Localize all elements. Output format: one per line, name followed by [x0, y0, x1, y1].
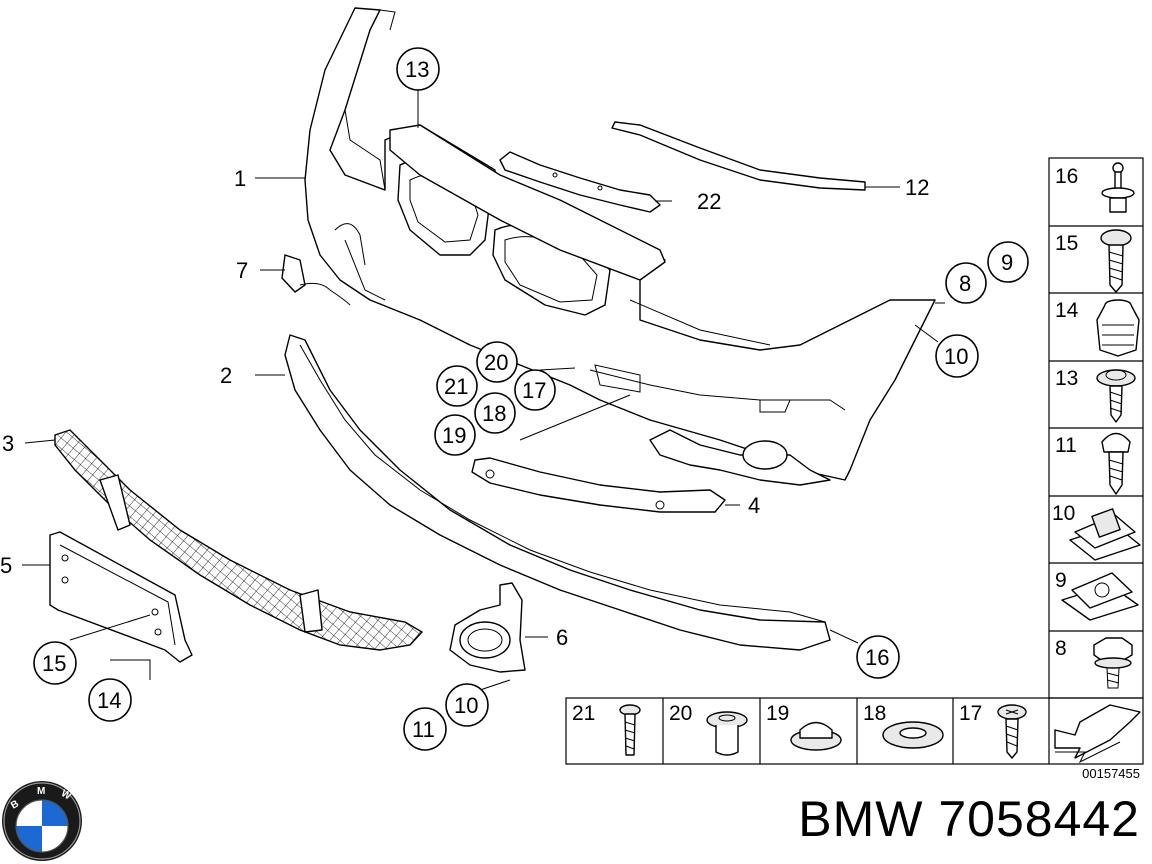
spring-clip-icon	[1061, 572, 1139, 621]
bracket-7	[281, 254, 351, 306]
part-number-title: BMW 7058442	[798, 791, 1140, 847]
col-label-10: 10	[1052, 502, 1075, 525]
callout-11: 11	[412, 717, 435, 742]
direction-arrow-icon	[1054, 704, 1141, 764]
bolt-icon	[619, 704, 641, 756]
row-label-19: 19	[766, 702, 789, 725]
col-label-9: 9	[1055, 569, 1067, 592]
callout-15: 15	[42, 651, 66, 676]
callout-6: 6	[556, 625, 568, 650]
callout-1: 1	[234, 166, 246, 191]
callout-18: 18	[482, 401, 506, 426]
screw-icon	[1100, 229, 1132, 293]
callout-14: 14	[97, 688, 121, 713]
washer-icon	[882, 721, 944, 749]
callout-13: 13	[405, 57, 429, 82]
upper-support-bracket	[389, 124, 666, 281]
strip-12	[611, 121, 866, 191]
license-plate-base-5	[49, 531, 193, 663]
row-label-21: 21	[572, 702, 595, 725]
col-label-13: 13	[1055, 367, 1078, 390]
hex-bolt-icon	[1093, 637, 1133, 689]
fastener-row: 21 20 19 18 17	[565, 697, 1144, 765]
callout-3: 3	[2, 431, 14, 456]
bmw-logo: B M W	[2, 781, 82, 861]
diagram-reference-code: 00157455	[1082, 766, 1140, 781]
clip-nut-icon	[1069, 508, 1141, 561]
col-label-16: 16	[1055, 165, 1078, 188]
svg-text:M: M	[37, 786, 45, 797]
callout-16: 16	[865, 645, 889, 670]
callout-2: 2	[220, 363, 232, 388]
mesh-grille-3	[54, 429, 424, 651]
callout-17: 17	[522, 378, 546, 403]
col-label-11: 11	[1055, 434, 1077, 457]
callout-21: 21	[444, 374, 468, 399]
bushing-icon	[706, 711, 748, 756]
callout-10-bumper: 10	[944, 344, 968, 369]
col-label-15: 15	[1055, 232, 1078, 255]
svg-text:B: B	[9, 798, 21, 811]
trim-strip-4	[471, 457, 726, 513]
callout-9: 9	[1001, 250, 1013, 275]
callout-22: 22	[697, 189, 721, 214]
callout-4: 4	[748, 493, 760, 518]
bracket-22	[499, 151, 661, 213]
callout-12: 12	[905, 175, 929, 200]
sheet-metal-screw-icon	[997, 704, 1027, 759]
row-label-17: 17	[959, 702, 982, 725]
fastener-column: 16 15 14 13 11 10 9 8	[1048, 157, 1144, 699]
push-rivet-icon	[1101, 162, 1135, 213]
col-label-8: 8	[1055, 637, 1067, 660]
callout-8: 8	[959, 271, 971, 296]
fog-bracket-6	[449, 582, 526, 673]
callout-7: 7	[236, 258, 248, 283]
callout-5: 5	[0, 553, 12, 578]
callout-10-fog: 10	[454, 693, 478, 718]
row-label-20: 20	[669, 702, 692, 725]
washer-screw-icon	[1096, 369, 1136, 423]
leader-lines	[22, 90, 945, 691]
lower-spoiler-2	[284, 334, 831, 651]
callout-20: 20	[484, 350, 508, 375]
grommet-icon	[790, 721, 842, 751]
callouts: 1 2 3 4 5 6 7 8 9 10 10 11 12 13 14 15 1…	[0, 47, 1029, 751]
expanding-nut-icon	[1096, 299, 1140, 357]
self-tapping-screw-icon	[1101, 432, 1131, 495]
callout-19: 19	[442, 423, 466, 448]
col-label-14: 14	[1055, 299, 1079, 322]
row-label-18: 18	[863, 702, 886, 725]
